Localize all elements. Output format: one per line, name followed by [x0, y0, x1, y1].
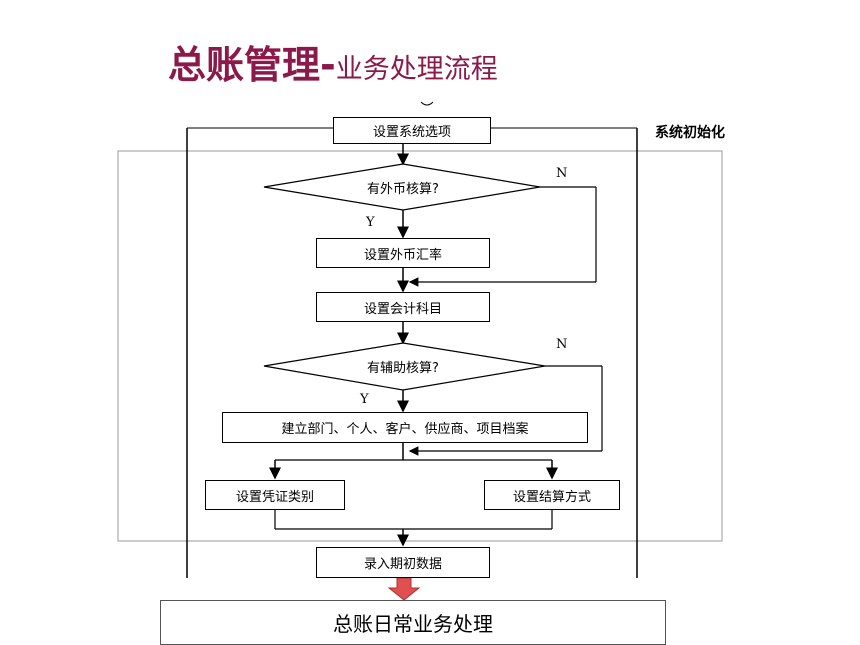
- title-main: 总账管理-: [168, 43, 336, 87]
- label-no-1: N: [556, 166, 568, 181]
- label-no-2: N: [556, 337, 568, 352]
- step-set-options: 设置系统选项: [333, 117, 491, 144]
- step-set-rate: 设置外币汇率: [316, 238, 490, 268]
- decision-foreign: [263, 163, 541, 211]
- step-voucher-types: 设置凭证类别: [205, 480, 345, 510]
- final-step-daily-business: 总账日常业务处理: [160, 600, 666, 645]
- question-foreign: 有外币核算?: [367, 182, 439, 197]
- step-create-archives: 建立部门、个人、客户、供应商、项目档案: [222, 412, 588, 443]
- init-frame: [117, 150, 723, 542]
- step-settle-methods: 设置结算方式: [484, 480, 620, 510]
- question-aux: 有辅助核算?: [367, 361, 439, 376]
- step-set-accounts: 设置会计科目: [316, 292, 490, 322]
- decision-aux: [263, 342, 546, 391]
- red-arrow: [387, 577, 421, 601]
- system-init-label: 系统初始化: [655, 125, 725, 141]
- label-yes-2: Y: [360, 392, 369, 407]
- page-title: 总账管理-业务处理流程: [168, 34, 498, 89]
- label-yes-1: Y: [366, 215, 375, 230]
- title-sub: 业务处理流程: [335, 54, 498, 85]
- step-opening-data: 录入期初数据: [316, 547, 490, 578]
